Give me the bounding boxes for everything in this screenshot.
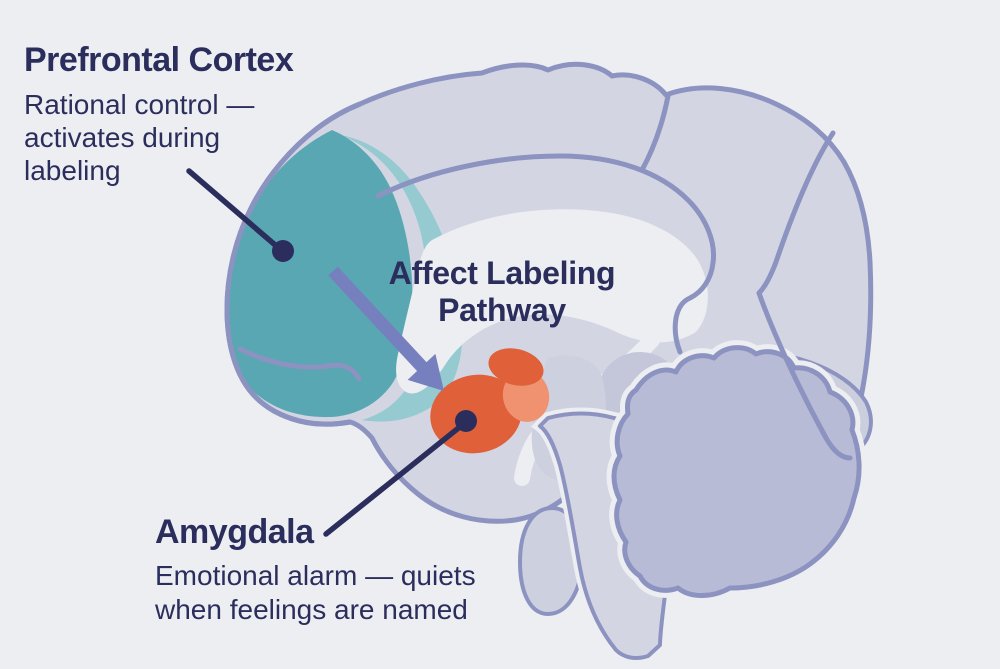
corpus-callosum-white-zone (396, 209, 708, 394)
amygdala-heading: Amygdala (155, 513, 314, 551)
prefrontal-leader-line (186, 168, 284, 253)
cerebellum-region (611, 345, 862, 598)
prefrontal-desc-line-2: activates during (24, 122, 221, 153)
prefrontal-cortex-region (228, 130, 413, 418)
pathway-annotation: Affect Labeling Pathway (352, 255, 652, 329)
amygdala-dot (455, 410, 477, 432)
amygdala-description: Emotional alarm — quiets when feelings a… (155, 559, 476, 627)
amygdala-desc-line-2: when feelings are named (155, 594, 468, 625)
occipital-sulcus-line (756, 290, 853, 461)
amygdala-desc-line-1: Emotional alarm — quiets (155, 560, 476, 591)
amygdala-top-lobe (488, 348, 544, 386)
affect-pathway-arrow (328, 266, 444, 391)
parieto-occipital-sulcus-line (756, 130, 836, 296)
amygdala-leader-line (323, 419, 469, 537)
frontal-sulcus-line (237, 346, 362, 382)
cingulate-band-line (375, 153, 717, 355)
prefrontal-desc-line-3: labeling (24, 155, 121, 186)
prefrontal-dot (272, 240, 294, 262)
frontal-outline (224, 101, 363, 427)
prefrontal-description: Rational control — activates during labe… (24, 88, 293, 187)
cerebellum-group (606, 340, 867, 603)
pathway-label-line-1: Affect Labeling (388, 255, 616, 291)
prefrontal-desc-line-1: Rational control — (24, 89, 255, 120)
pathway-label-line-2: Pathway (438, 292, 566, 328)
prefrontal-annotation: Prefrontal Cortex Rational control — act… (24, 40, 294, 187)
central-sulcus-line (639, 93, 671, 173)
prefrontal-heading: Prefrontal Cortex (24, 41, 294, 79)
amygdala-annotation: Amygdala Emotional alarm — quiets when f… (155, 512, 476, 627)
